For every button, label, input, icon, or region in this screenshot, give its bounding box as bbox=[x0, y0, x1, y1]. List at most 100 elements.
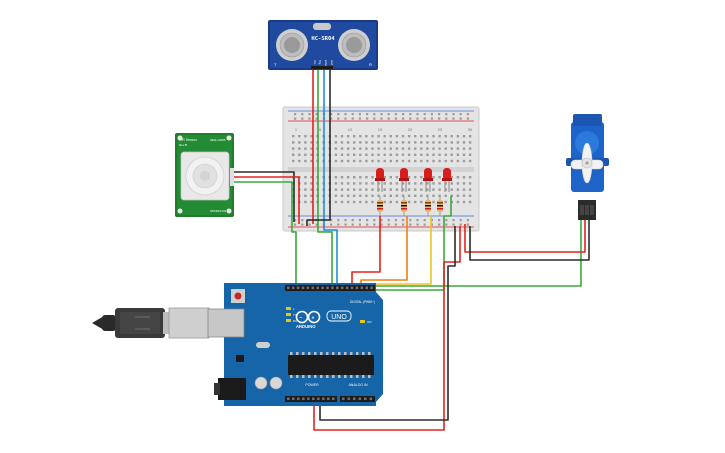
led-1[interactable] bbox=[375, 168, 385, 192]
header-pin bbox=[358, 397, 362, 401]
chip-pin bbox=[308, 375, 311, 378]
wire-servo-gnd bbox=[469, 220, 590, 261]
breadboard-hole bbox=[389, 135, 392, 138]
rail-hole bbox=[416, 117, 419, 120]
breadboard-hole bbox=[456, 159, 460, 163]
breadboard-hole bbox=[340, 188, 344, 191]
breadboard-hole bbox=[468, 159, 472, 163]
chip-pin bbox=[344, 375, 347, 378]
header-pin bbox=[347, 397, 351, 401]
breadboard-hole bbox=[444, 200, 447, 204]
rail-hole bbox=[423, 117, 426, 120]
breadboard-hole bbox=[371, 147, 374, 150]
rail-hole bbox=[402, 223, 405, 226]
rail-hole bbox=[416, 113, 419, 116]
breadboard-hole bbox=[401, 182, 405, 185]
rail-hole bbox=[438, 117, 441, 120]
arduino-logo: − + ARDUINO bbox=[295, 310, 321, 329]
breadboard-hole bbox=[359, 188, 362, 191]
chip-pin bbox=[362, 375, 365, 378]
ultrasonic-sensor[interactable]: HC-SR04 T R Vcc Trig Echo Gnd bbox=[268, 20, 378, 70]
breadboard-hole bbox=[462, 182, 466, 185]
rail-hole bbox=[351, 223, 354, 226]
rail-hole bbox=[373, 113, 376, 116]
breadboard-hole bbox=[426, 194, 429, 197]
pin-label-gnd: Gnd bbox=[330, 60, 334, 65]
rail-hole bbox=[308, 113, 311, 116]
rail-hole bbox=[294, 113, 297, 116]
breadboard-hole bbox=[340, 153, 344, 156]
rail-hole bbox=[466, 219, 469, 222]
breadboard-hole bbox=[438, 194, 441, 197]
wire-pir-gnd bbox=[232, 181, 297, 288]
chip-pin bbox=[326, 375, 329, 378]
breadboard-hole bbox=[420, 147, 423, 150]
rail-hole bbox=[315, 113, 318, 116]
breadboard-hole bbox=[346, 200, 350, 204]
rail-hole bbox=[438, 219, 441, 222]
header-pin bbox=[311, 286, 315, 290]
breadboard-hole bbox=[310, 135, 313, 138]
breadboard-hole bbox=[401, 188, 405, 191]
chip-pin bbox=[368, 352, 371, 355]
header-pin bbox=[322, 397, 325, 401]
arduino-uno[interactable]: DIGITAL (PWM~) − + ARDUINO UNO L TX RX O… bbox=[92, 283, 383, 406]
rail-hole bbox=[445, 113, 448, 116]
rail-hole bbox=[423, 223, 426, 226]
breadboard-hole bbox=[340, 200, 344, 204]
rail-hole bbox=[430, 223, 433, 226]
led-3[interactable] bbox=[423, 168, 433, 192]
breadboard-hole bbox=[304, 176, 307, 179]
breadboard-hole bbox=[292, 159, 295, 163]
chip-pin bbox=[296, 375, 299, 378]
breadboard-hole bbox=[414, 135, 417, 138]
breadboard-hole bbox=[462, 188, 466, 191]
header-pin bbox=[291, 286, 295, 290]
breadboard-hole bbox=[438, 141, 441, 144]
servo-motor[interactable] bbox=[566, 114, 609, 220]
led-2[interactable] bbox=[399, 168, 409, 192]
breadboard-hole bbox=[310, 141, 313, 144]
breadboard-hole bbox=[304, 141, 307, 144]
breadboard-hole bbox=[407, 159, 411, 163]
rail-hole bbox=[387, 113, 390, 116]
chip-pin bbox=[290, 375, 293, 378]
breadboard-hole bbox=[426, 153, 429, 156]
rail-hole bbox=[351, 113, 354, 116]
breadboard-hole bbox=[371, 188, 374, 191]
rail-hole bbox=[351, 117, 354, 120]
resistor-4 bbox=[437, 196, 443, 216]
breadboard-hole bbox=[401, 159, 405, 163]
breadboard-hole bbox=[310, 200, 313, 204]
breadboard-hole bbox=[353, 194, 356, 197]
breadboard-hole bbox=[389, 176, 392, 179]
rail-hole bbox=[344, 113, 347, 116]
rail-hole bbox=[452, 219, 455, 222]
rail-hole bbox=[409, 117, 412, 120]
rail-hole bbox=[409, 219, 412, 222]
breadboard-hole bbox=[365, 176, 368, 179]
breadboard-hole bbox=[407, 194, 411, 197]
rail-hole bbox=[387, 219, 390, 222]
resistors[interactable] bbox=[377, 196, 443, 216]
pir-brand: SPARKFUN bbox=[210, 209, 226, 213]
breadboard-hole bbox=[310, 153, 313, 156]
breadboard-hole bbox=[432, 176, 435, 179]
breadboard-hole bbox=[407, 176, 411, 179]
wires[interactable] bbox=[232, 68, 590, 431]
led-4[interactable] bbox=[442, 168, 452, 192]
header-pin bbox=[287, 397, 290, 401]
breadboard-hole bbox=[450, 176, 453, 179]
rail-hole bbox=[315, 223, 318, 226]
resistor-3 bbox=[425, 196, 431, 216]
breadboard-hole bbox=[426, 141, 429, 144]
breadboard-hole bbox=[377, 135, 380, 138]
breadboard-hole bbox=[456, 153, 460, 156]
breadboard-hole bbox=[426, 182, 429, 185]
breadboard-hole bbox=[334, 200, 338, 204]
pir-sensor[interactable]: PIR Sensor Rev B SEN-13285 SPARKFUN bbox=[175, 133, 234, 217]
rail-hole bbox=[315, 117, 318, 120]
rail-hole bbox=[394, 219, 397, 222]
pin-label-trig: Trig bbox=[318, 60, 322, 65]
breadboard-hole bbox=[359, 176, 362, 179]
